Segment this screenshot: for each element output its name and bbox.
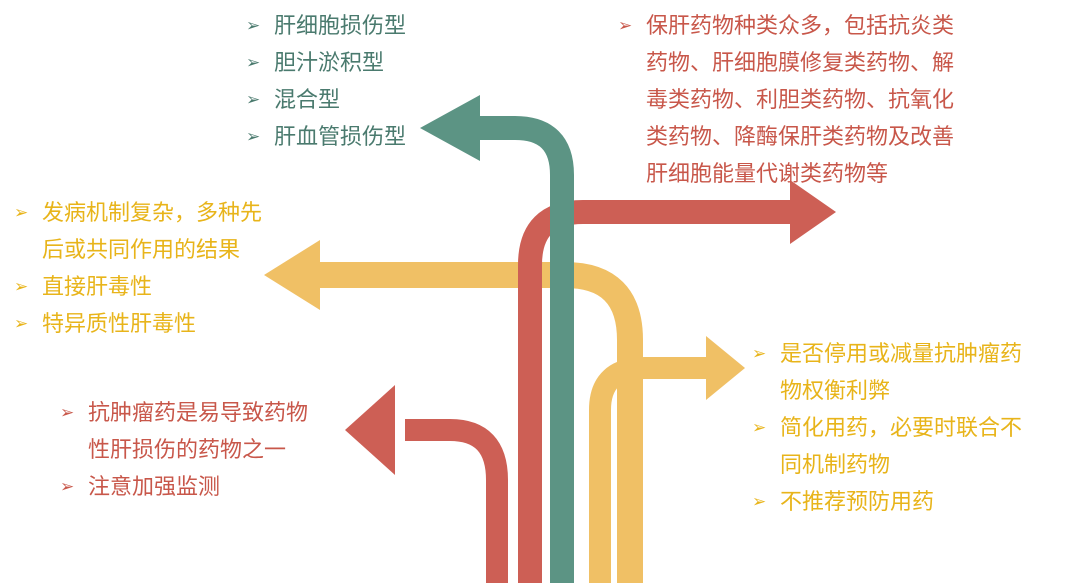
list-item: ➢ 发病机制复杂，多种先 后或共同作用的结果 xyxy=(14,195,262,269)
list-item: ➢肝血管损伤型 xyxy=(246,119,406,156)
list-item: ➢注意加强监测 xyxy=(60,469,308,506)
list-item: ➢不推荐预防用药 xyxy=(752,484,1022,521)
arrow-to-injury-types xyxy=(480,116,574,583)
bullet-icon: ➢ xyxy=(246,90,261,110)
list-item: ➢混合型 xyxy=(246,82,406,119)
list-antitumor: ➢ 抗肿瘤药是易导致药物 性肝损伤的药物之一 ➢注意加强监测 xyxy=(60,395,308,506)
list-liver-protect-drugs: ➢ 保肝药物种类众多，包括抗炎类 药物、肝细胞膜修复类药物、解 毒类药物、利胆类… xyxy=(618,8,954,193)
arrow-to-liver-protect xyxy=(518,200,790,583)
list-item: ➢肝细胞损伤型 xyxy=(246,8,406,45)
bullet-icon: ➢ xyxy=(246,16,261,36)
bullet-icon: ➢ xyxy=(14,277,29,297)
arrow-to-antitumor xyxy=(405,419,508,583)
bullet-icon: ➢ xyxy=(618,16,633,36)
list-mechanism: ➢ 发病机制复杂，多种先 后或共同作用的结果 ➢直接肝毒性 ➢特异质性肝毒性 xyxy=(14,195,262,343)
bullet-icon: ➢ xyxy=(752,418,767,438)
list-item: ➢胆汁淤积型 xyxy=(246,45,406,82)
arrowhead-antitumor xyxy=(345,385,395,475)
bullet-icon: ➢ xyxy=(14,314,29,334)
list-liver-injury-types: ➢肝细胞损伤型 ➢胆汁淤积型 ➢混合型 ➢肝血管损伤型 xyxy=(246,8,406,156)
bullet-icon: ➢ xyxy=(246,127,261,147)
arrowhead-injury-types xyxy=(420,95,480,161)
list-item: ➢ 抗肿瘤药是易导致药物 性肝损伤的药物之一 xyxy=(60,395,308,469)
list-item: ➢直接肝毒性 xyxy=(14,269,262,306)
arrowhead-management xyxy=(706,336,745,400)
list-item: ➢ 保肝药物种类众多，包括抗炎类 药物、肝细胞膜修复类药物、解 毒类药物、利胆类… xyxy=(618,8,954,193)
arrow-to-management xyxy=(589,357,710,583)
bullet-icon: ➢ xyxy=(60,477,75,497)
bullet-icon: ➢ xyxy=(60,403,75,423)
bullet-icon: ➢ xyxy=(752,344,767,364)
bullet-icon: ➢ xyxy=(246,53,261,73)
list-management: ➢ 是否停用或减量抗肿瘤药 物权衡利弊 ➢ 简化用药，必要时联合不 同机制药物 … xyxy=(752,336,1022,521)
arrowhead-mechanism xyxy=(264,240,320,310)
arrowhead-liver-protect xyxy=(790,180,836,244)
list-item: ➢ 简化用药，必要时联合不 同机制药物 xyxy=(752,410,1022,484)
list-item: ➢特异质性肝毒性 xyxy=(14,306,262,343)
bullet-icon: ➢ xyxy=(14,203,29,223)
bullet-icon: ➢ xyxy=(752,492,767,512)
list-item: ➢ 是否停用或减量抗肿瘤药 物权衡利弊 xyxy=(752,336,1022,410)
